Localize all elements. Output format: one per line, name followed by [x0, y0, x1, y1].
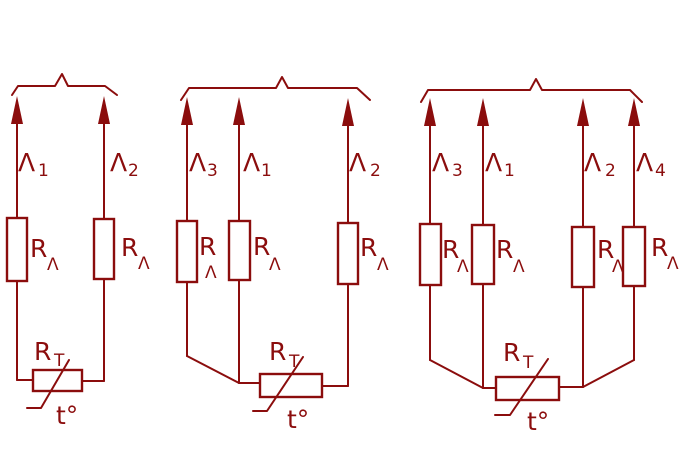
resistor-label: R — [199, 232, 216, 261]
lead-resistor — [5, 216, 29, 283]
thermistor-sub: T — [522, 353, 534, 373]
thermistor-label: R — [269, 337, 286, 366]
thermistor-slash — [26, 359, 70, 409]
lead-1: Λ 1 R Λ — [5, 96, 59, 381]
lead-2: Λ 2 R Λ — [81, 96, 150, 382]
resistor-label: R — [442, 235, 459, 264]
lead-resistor — [621, 225, 647, 288]
resistor-sub: Λ — [612, 257, 624, 277]
output-arrow — [424, 98, 436, 126]
resistor-label: R — [360, 233, 377, 262]
temperature-label: t° — [527, 407, 549, 436]
lead-4: Λ 4 R Λ — [582, 98, 679, 388]
lead-3: Λ 3 R Λ — [175, 97, 240, 384]
scheme-four-wire: Λ 3 R Λ Λ 1 R Λ Λ 2 R Λ — [418, 78, 679, 436]
thermistor: R T t° — [494, 338, 561, 436]
resistor-label: R — [30, 234, 47, 263]
output-arrow — [628, 98, 640, 126]
lead-resistor — [227, 219, 252, 282]
resistor-sub: Λ — [377, 255, 389, 275]
output-arrow — [342, 98, 354, 126]
lead-resistor — [418, 222, 443, 287]
temperature-label: t° — [287, 405, 309, 434]
resistor-sub: Λ — [138, 254, 150, 274]
lead-resistor — [92, 217, 116, 281]
lead-index: 2 — [128, 161, 139, 181]
lead-index: 3 — [207, 161, 218, 181]
output-arrow — [233, 97, 245, 125]
resistor-sub: Λ — [269, 255, 281, 275]
lead-2: Λ 2 R Λ — [558, 98, 624, 388]
resistor-label: R — [253, 232, 270, 261]
lead-index: 1 — [504, 161, 515, 181]
output-arrow — [181, 97, 193, 125]
lead-label: Λ — [432, 148, 449, 177]
thermistor-label: R — [34, 337, 51, 366]
lead-index: 1 — [261, 161, 272, 181]
thermistor-sub: T — [288, 352, 300, 372]
lead-label: Λ — [485, 148, 502, 177]
thermistor: R T t° — [252, 337, 324, 434]
lead-index: 2 — [370, 161, 381, 181]
resistor-sub: Λ — [513, 257, 525, 277]
lead-3: Λ 3 R Λ — [418, 98, 484, 389]
resistor-label: R — [121, 233, 138, 262]
lead-label: Λ — [18, 148, 35, 177]
thermistor-slash — [494, 358, 549, 416]
lead-label: Λ — [243, 148, 260, 177]
lead-resistor — [570, 225, 596, 289]
thermistor-sub: T — [53, 351, 65, 371]
lead-label: Λ — [189, 148, 206, 177]
lead-label: Λ — [349, 148, 366, 177]
lead-label: Λ — [636, 148, 653, 177]
resistor-label: R — [496, 235, 513, 264]
output-arrow — [577, 98, 589, 126]
output-arrow — [98, 96, 110, 124]
lead-index: 1 — [38, 161, 49, 181]
temperature-label: t° — [56, 401, 78, 430]
resistor-sub: Λ — [205, 263, 217, 283]
lead-2: Λ 2 R Λ — [321, 98, 389, 387]
output-arrow — [11, 96, 23, 124]
lead-1: Λ 1 R Λ — [227, 97, 281, 384]
lead-resistor — [175, 219, 199, 284]
lead-1: Λ 1 R Λ — [470, 98, 525, 389]
thermistor-body — [258, 372, 324, 399]
scheme-two-wire: Λ 1 R Λ Λ 2 R Λ R T t° — [5, 73, 150, 430]
brace — [180, 76, 371, 101]
output-arrow — [477, 98, 489, 126]
lead-index: 3 — [452, 161, 463, 181]
lead-wire — [429, 359, 484, 389]
lead-index: 4 — [655, 161, 666, 181]
lead-wire — [582, 359, 635, 388]
scheme-three-wire: Λ 3 R Λ Λ 1 R Λ Λ 2 R Λ — [175, 76, 389, 434]
brace — [420, 78, 643, 103]
resistor-label: R — [651, 233, 668, 262]
lead-label: Λ — [110, 148, 127, 177]
lead-resistor — [336, 221, 360, 286]
resistor-label: R — [597, 235, 614, 264]
lead-resistor — [470, 223, 496, 286]
lead-label: Λ — [584, 148, 601, 177]
lead-index: 2 — [605, 161, 616, 181]
brace — [11, 73, 118, 96]
resistor-sub: Λ — [667, 254, 679, 274]
lead-wire — [186, 355, 240, 384]
resistor-sub: Λ — [457, 257, 469, 277]
thermistor: R T t° — [26, 337, 84, 430]
thermistor-slash — [252, 356, 304, 412]
resistor-sub: Λ — [47, 255, 59, 275]
thermistor-label: R — [503, 338, 520, 367]
